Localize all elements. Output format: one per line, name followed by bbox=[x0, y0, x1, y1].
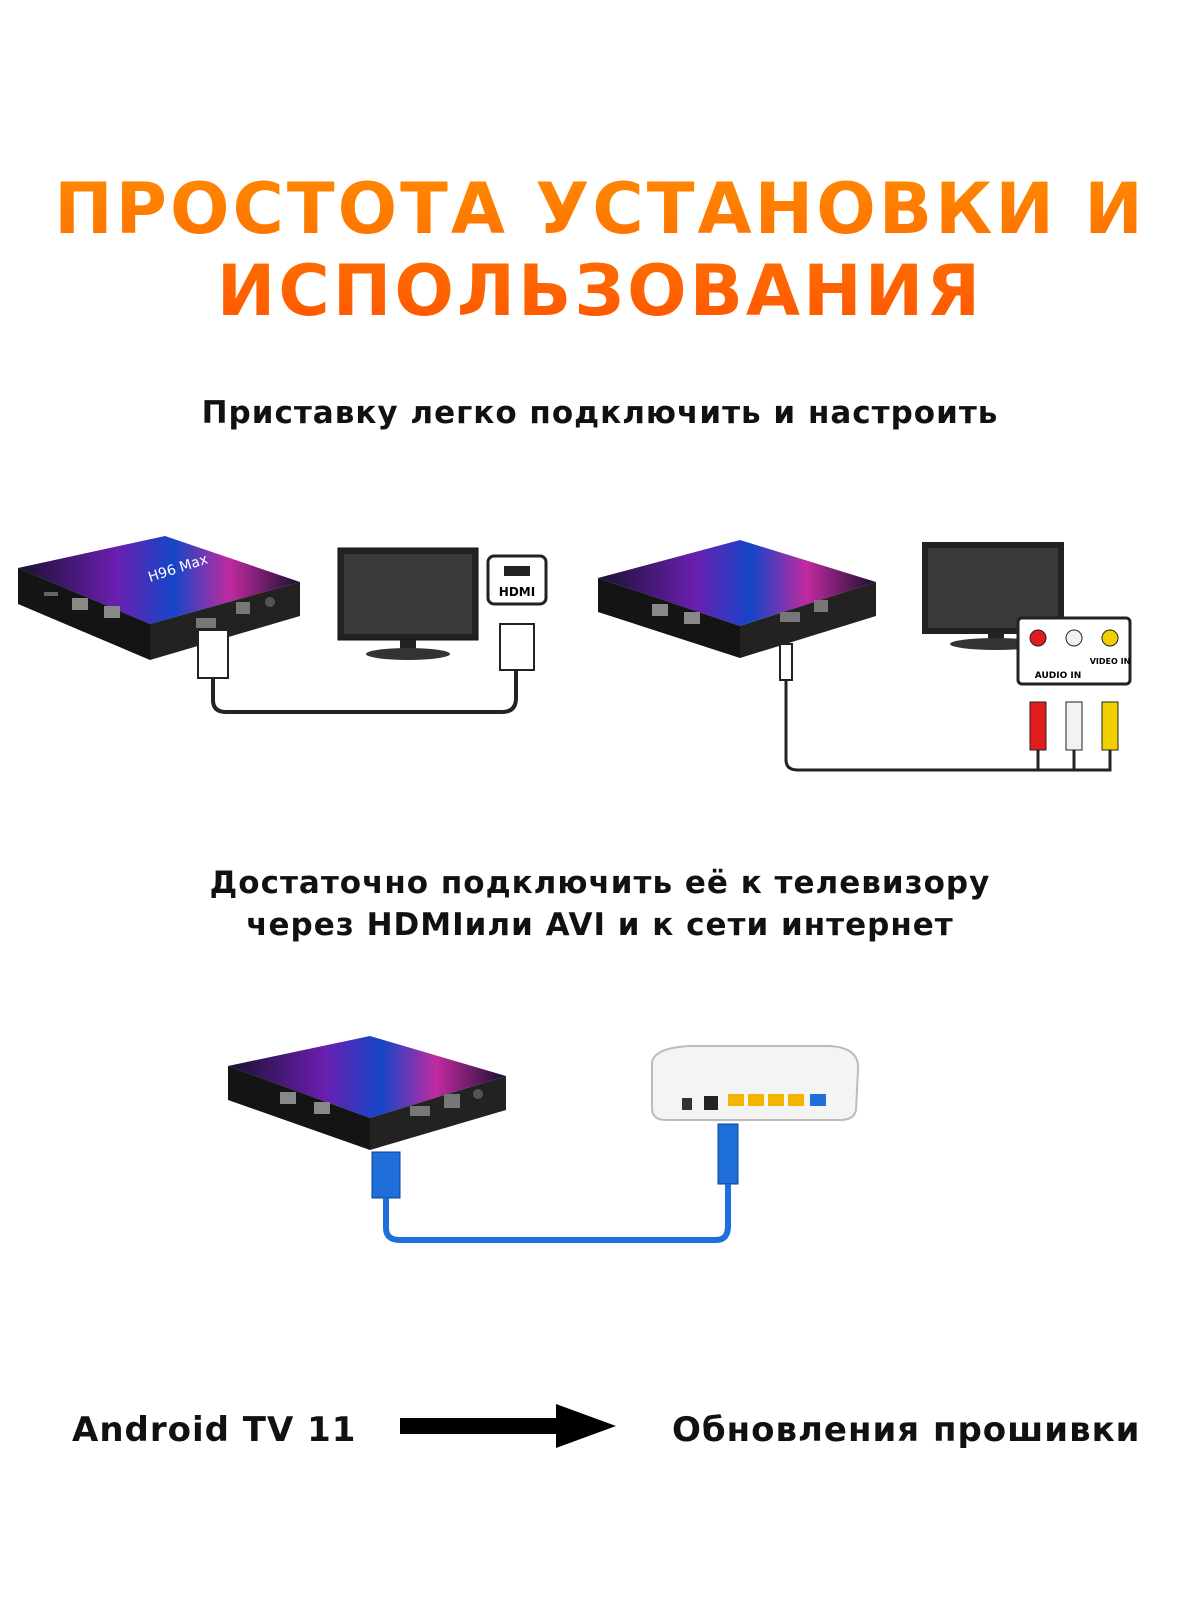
av-input-panel: AUDIO IN VIDEO IN bbox=[1016, 616, 1132, 686]
subtitle-line-2: через HDMIили AVI и к сети интернет bbox=[246, 907, 954, 943]
tv-icon bbox=[337, 547, 479, 660]
hdmi-connection-diagram: H96 Max HDMI bbox=[18, 536, 548, 714]
hdmi-cable bbox=[197, 623, 535, 714]
title-line-1: ПРОСТОТА УСТАНОВКИ И bbox=[54, 168, 1146, 250]
page-title: ПРОСТОТА УСТАНОВКИ И ИСПОЛЬЗОВАНИЯ bbox=[0, 168, 1200, 332]
tv-box-icon bbox=[598, 540, 876, 658]
router-icon bbox=[650, 1045, 860, 1121]
video-in-label: VIDEO IN bbox=[1090, 657, 1131, 666]
tv-box-icon: H96 Max bbox=[18, 536, 300, 660]
android-tv-label: Android TV 11 bbox=[72, 1410, 357, 1450]
audio-in-label: AUDIO IN bbox=[1035, 671, 1081, 681]
hdmi-port-callout: HDMI bbox=[486, 554, 548, 606]
subtitle-setup: Приставку легко подключить и настроить bbox=[201, 395, 999, 431]
firmware-update-label: Обновления прошивки bbox=[672, 1410, 1141, 1450]
rca-cable bbox=[779, 643, 1119, 772]
title-line-2: ИСПОЛЬЗОВАНИЯ bbox=[216, 250, 984, 332]
lan-cable bbox=[371, 1123, 739, 1243]
tv-icon bbox=[922, 542, 1064, 650]
lan-connection-diagram bbox=[228, 1036, 860, 1243]
hdmi-label: HDMI bbox=[499, 585, 535, 599]
subtitle-instructions: Достаточно подключить её к телевизору че… bbox=[0, 862, 1200, 946]
arrow-right-icon bbox=[400, 1404, 616, 1448]
subtitle-line-1: Достаточно подключить её к телевизору bbox=[209, 865, 991, 901]
tv-box-icon bbox=[228, 1036, 506, 1150]
av-connection-diagram: AUDIO IN VIDEO IN bbox=[598, 540, 1132, 772]
